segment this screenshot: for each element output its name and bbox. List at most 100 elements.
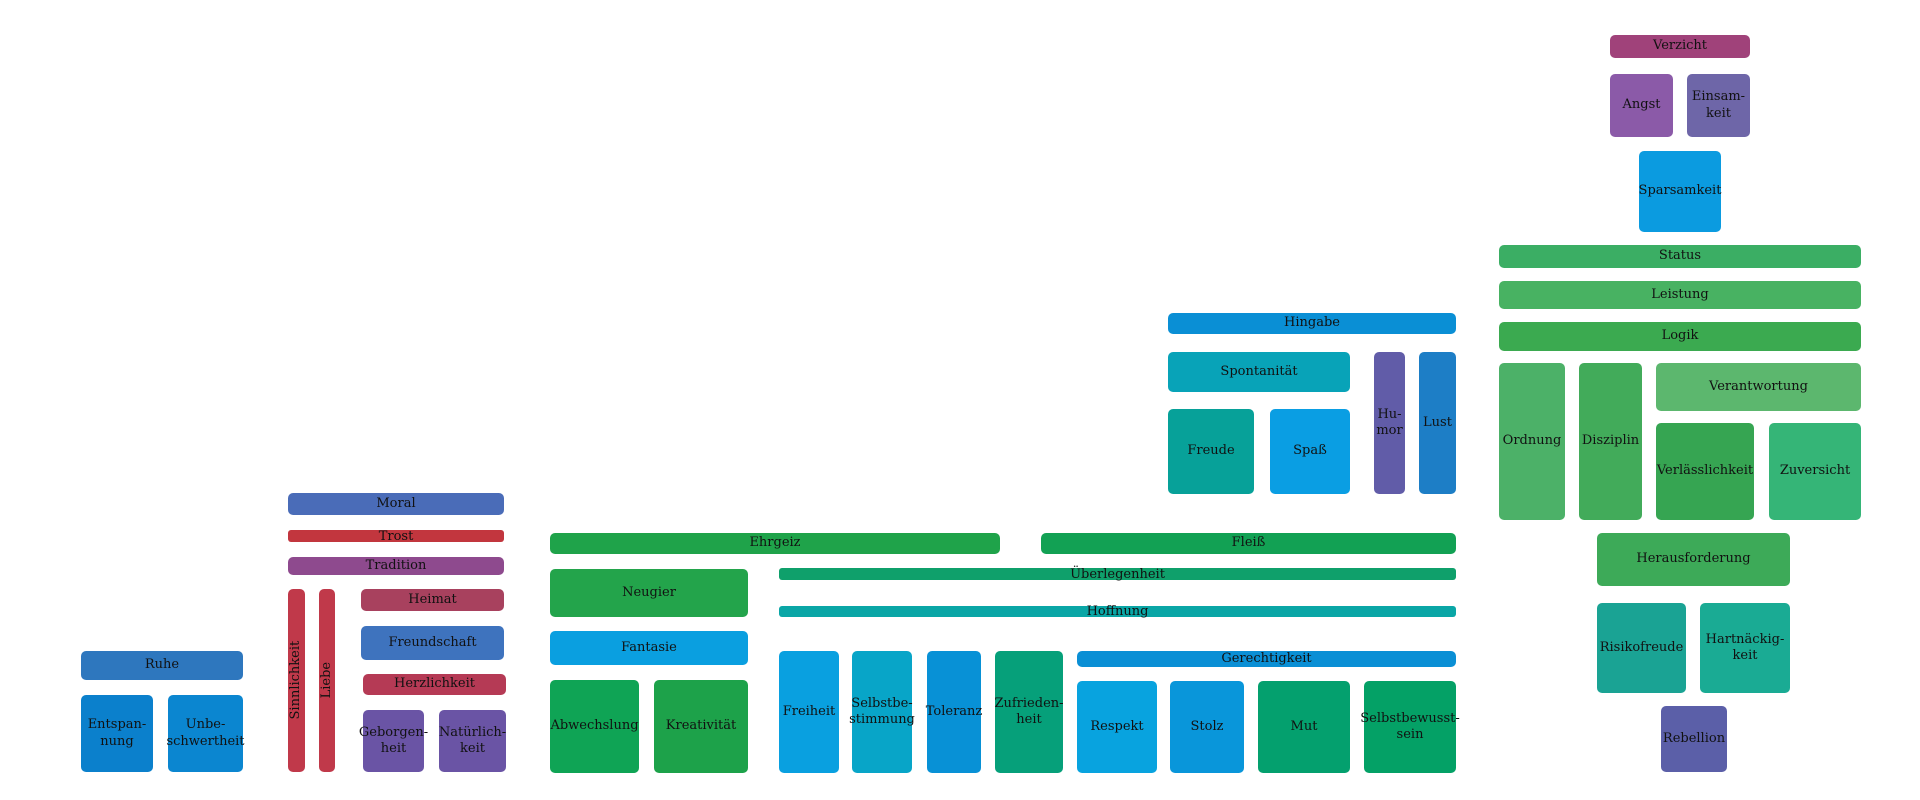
box-sinnlichkeit-label: Sinnlichkeit (288, 641, 304, 720)
box-entspannung-label: Entspan- nung (87, 717, 147, 749)
box-neugier: Neugier (550, 569, 748, 617)
box-zuversicht-label: Zuversicht (1779, 463, 1851, 479)
box-respekt: Respekt (1077, 681, 1157, 773)
box-ehrgeiz: Ehrgeiz (550, 533, 1000, 554)
box-mut-label: Mut (1290, 718, 1318, 734)
box-natuerlichkeit-label: Natürlich- keit (438, 724, 507, 756)
box-disziplin-label: Disziplin (1581, 433, 1640, 449)
box-ordnung: Ordnung (1499, 363, 1565, 520)
box-hartnaeckigkeit-label: Hartnäckig- keit (1705, 631, 1785, 663)
box-stolz: Stolz (1170, 681, 1244, 773)
box-hingabe: Hingabe (1168, 313, 1456, 334)
box-leistung-label: Leistung (1651, 286, 1709, 302)
box-einsamkeit-label: Einsam- keit (1691, 89, 1746, 121)
box-natuerlichkeit: Natürlich- keit (439, 710, 506, 772)
box-entspannung: Entspan- nung (81, 695, 153, 772)
box-herausforderung: Herausforderung (1597, 533, 1790, 586)
box-ehrgeiz-label: Ehrgeiz (749, 535, 801, 551)
box-toleranz-label: Toleranz (925, 703, 983, 719)
box-herzlichkeit-label: Herzlichkeit (393, 676, 475, 692)
box-logik-label: Logik (1661, 328, 1699, 344)
box-geborgenheit-label: Geborgen- heit (358, 724, 429, 756)
box-hoffnung: Hoffnung (779, 604, 1456, 619)
box-moral-label: Moral (376, 495, 416, 511)
box-tradition: Tradition (288, 557, 504, 575)
box-respekt-label: Respekt (1090, 718, 1144, 734)
box-stolz-label: Stolz (1190, 718, 1224, 734)
box-unbeschwertheit: Unbe- schwertheit (166, 695, 245, 772)
box-ruhe: Ruhe (81, 651, 243, 680)
box-zufriedenheit-label: Zufrieden- heit (994, 695, 1064, 727)
box-selbstbestimmung-label: Selbstbe- stimmung (849, 695, 915, 727)
box-zuversicht: Zuversicht (1769, 423, 1861, 520)
box-sinnlichkeit: Sinnlichkeit (288, 589, 305, 772)
box-humor-label: Hu- mor (1376, 406, 1403, 438)
box-gerechtigkeit: Gerechtigkeit (1077, 651, 1456, 667)
box-ueberlegenheit-label: Überlegenheit (1070, 566, 1165, 582)
box-ruhe-label: Ruhe (144, 657, 180, 673)
box-kreativitaet-label: Kreativität (665, 718, 737, 734)
box-gerechtigkeit-label: Gerechtigkeit (1221, 650, 1312, 666)
box-selbstbewusstsein-label: Selbstbewusst- sein (1360, 710, 1460, 742)
box-freundschaft-label: Freundschaft (388, 634, 477, 650)
box-spass: Spaß (1270, 409, 1350, 494)
box-toleranz: Toleranz (925, 651, 983, 773)
box-trost: Trost (288, 528, 504, 544)
box-leistung: Leistung (1499, 281, 1861, 309)
box-risikofreude: Risikofreude (1597, 603, 1686, 693)
box-status-label: Status (1658, 248, 1702, 264)
box-status: Status (1499, 245, 1861, 268)
box-neugier-label: Neugier (622, 584, 676, 600)
box-mut: Mut (1258, 681, 1350, 773)
box-verzicht: Verzicht (1610, 35, 1750, 58)
box-logik: Logik (1499, 322, 1861, 351)
box-herausforderung-label: Herausforderung (1636, 551, 1751, 567)
box-hartnaeckigkeit: Hartnäckig- keit (1700, 603, 1790, 693)
box-moral: Moral (288, 493, 504, 515)
box-kreativitaet: Kreativität (654, 680, 748, 773)
box-rebellion: Rebellion (1661, 706, 1727, 772)
box-verlaesslichkeit-label: Verlässlichkeit (1656, 463, 1754, 479)
box-humor: Hu- mor (1374, 352, 1405, 494)
box-spontanitaet: Spontanität (1168, 352, 1350, 392)
box-freude: Freude (1168, 409, 1254, 494)
box-verantwortung-label: Verantwortung (1709, 378, 1808, 394)
box-geborgenheit: Geborgen- heit (359, 710, 428, 772)
box-selbstbestimmung: Selbstbe- stimmung (849, 651, 915, 773)
box-heimat-label: Heimat (408, 591, 457, 607)
box-freiheit-label: Freiheit (782, 703, 836, 719)
box-ueberlegenheit: Überlegenheit (779, 566, 1456, 582)
box-risikofreude-label: Risikofreude (1599, 639, 1684, 655)
box-angst-label: Angst (1622, 97, 1661, 113)
box-verzicht-label: Verzicht (1653, 38, 1707, 54)
box-fantasie-label: Fantasie (621, 639, 677, 655)
box-freundschaft: Freundschaft (361, 626, 504, 660)
box-fantasie: Fantasie (550, 631, 748, 665)
box-tradition-label: Tradition (365, 557, 427, 573)
box-selbstbewusstsein: Selbstbewusst- sein (1360, 681, 1460, 773)
box-spass-label: Spaß (1293, 443, 1327, 459)
box-lust: Lust (1419, 352, 1456, 494)
box-rebellion-label: Rebellion (1662, 730, 1726, 746)
box-trost-label: Trost (378, 528, 414, 544)
box-fleiss: Fleiß (1041, 533, 1456, 554)
box-zufriedenheit: Zufrieden- heit (994, 651, 1064, 773)
box-abwechslung: Abwechslung (550, 680, 639, 773)
box-verlaesslichkeit: Verlässlichkeit (1656, 423, 1754, 520)
box-hingabe-label: Hingabe (1284, 315, 1340, 331)
box-freiheit: Freiheit (779, 651, 839, 773)
box-ordnung-label: Ordnung (1502, 433, 1562, 449)
box-heimat: Heimat (361, 589, 504, 611)
box-spontanitaet-label: Spontanität (1220, 363, 1298, 379)
box-freude-label: Freude (1187, 443, 1235, 459)
box-hoffnung-label: Hoffnung (1086, 604, 1149, 619)
box-herzlichkeit: Herzlichkeit (363, 674, 506, 695)
box-verantwortung: Verantwortung (1656, 363, 1861, 411)
box-disziplin: Disziplin (1579, 363, 1642, 520)
box-abwechslung-label: Abwechslung (550, 718, 639, 734)
box-liebe: Liebe (319, 589, 335, 772)
box-lust-label: Lust (1423, 414, 1452, 430)
box-unbeschwertheit-label: Unbe- schwertheit (166, 717, 245, 749)
box-angst: Angst (1610, 74, 1673, 137)
